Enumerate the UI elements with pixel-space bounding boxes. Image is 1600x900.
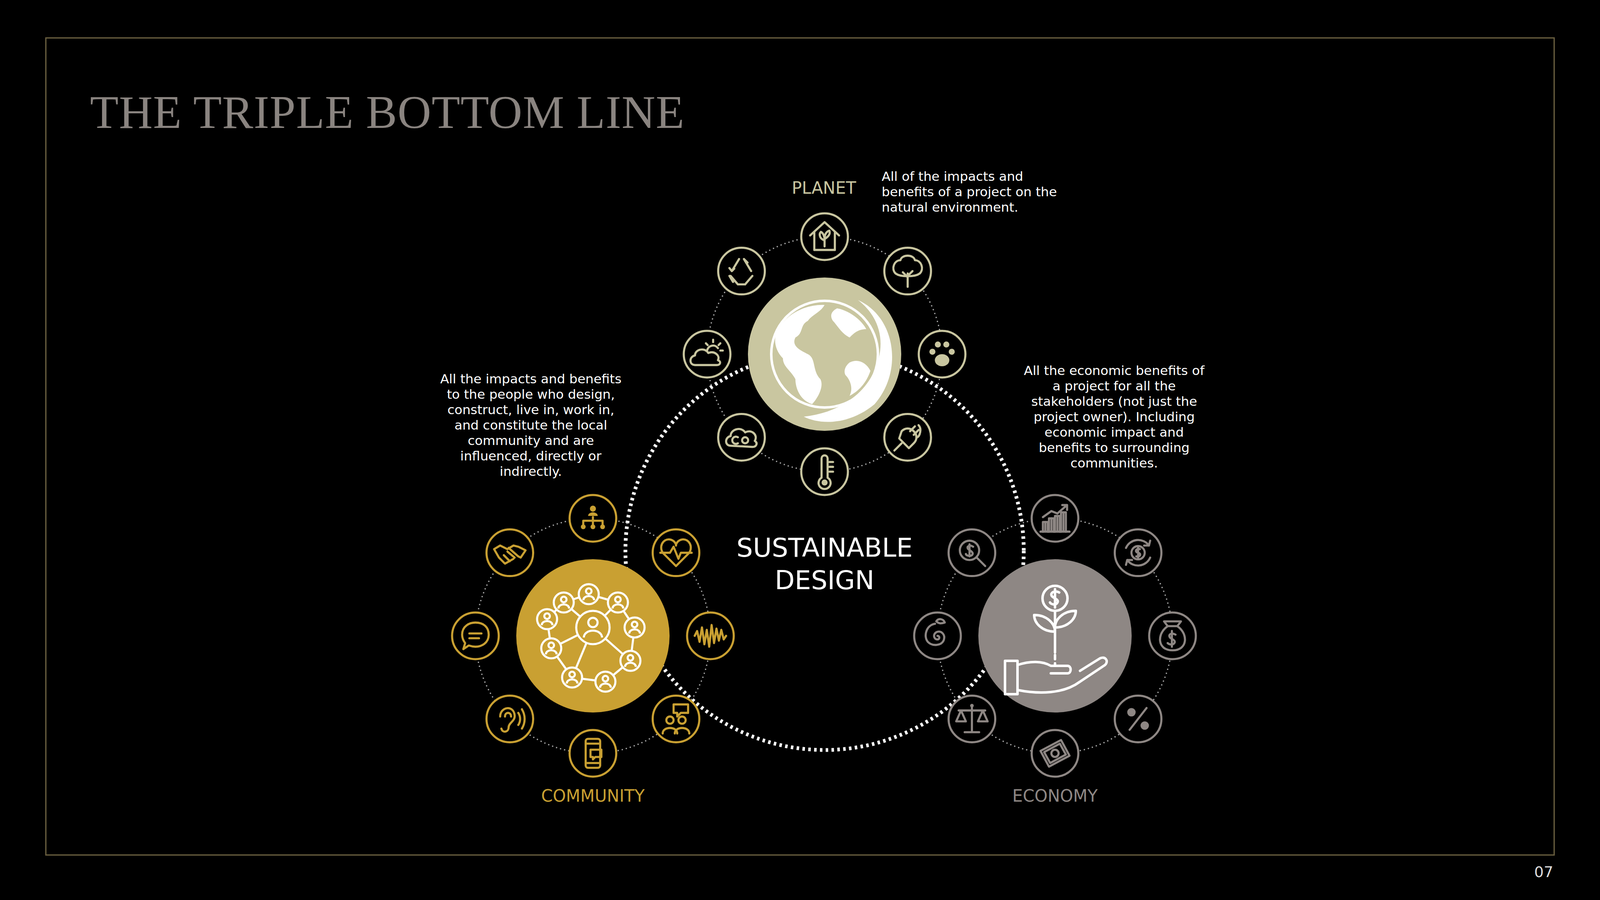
slide-title: THE TRIPLE BOTTOM LINE [90, 85, 685, 140]
pillar-heading: ECONOMY [971, 786, 1139, 806]
frame-border [45, 37, 1555, 855]
pillar-description: All of the impacts and benefits of a pro… [881, 168, 1078, 215]
pillar-heading: PLANET [791, 178, 857, 198]
pillar-description: All the impacts and benefits to the peop… [437, 371, 625, 480]
page-number: 07 [1525, 863, 1563, 881]
pillar-description: All the economic benefits of a project f… [1018, 362, 1210, 471]
design-ring-node: SUSTAINABLE DESIGN [625, 351, 1024, 750]
pillar-heading: COMMUNITY [509, 786, 677, 806]
center-label: SUSTAINABLE DESIGN [707, 531, 942, 597]
